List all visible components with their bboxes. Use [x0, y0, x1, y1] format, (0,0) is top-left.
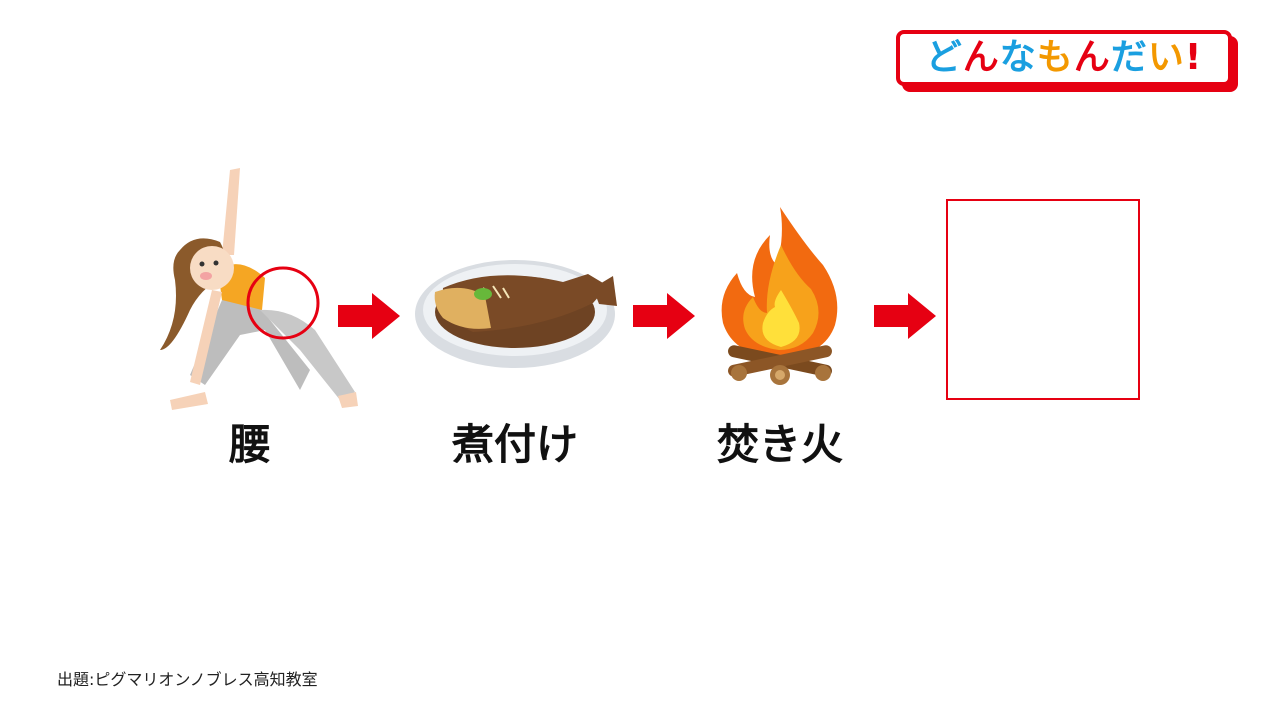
- bonfire-icon: [715, 205, 845, 390]
- logo-char: ど: [925, 37, 963, 78]
- arrow-right-icon: [874, 293, 936, 339]
- answer-box: [946, 199, 1140, 400]
- logo-char: だ: [1110, 37, 1148, 78]
- stretching-woman-icon: [150, 160, 360, 415]
- arrow-right-icon: [338, 293, 400, 339]
- logo-char: ん: [1073, 37, 1111, 78]
- logo-char: な: [999, 37, 1037, 78]
- simmered-fish-icon: [413, 248, 619, 370]
- credit-text: 出題:ピグマリオンノブレス高知教室: [57, 670, 318, 689]
- arrow-right-icon: [633, 293, 695, 339]
- logo-text: どんなもんだい!: [926, 40, 1203, 76]
- logo-char: も: [1036, 37, 1074, 78]
- item-label-2: 煮付け: [451, 420, 578, 469]
- item-label-1: 腰: [228, 420, 271, 469]
- logo-char: い: [1147, 37, 1185, 78]
- item-label-3: 焚き火: [716, 420, 843, 469]
- logo-face: どんなもんだい!: [896, 30, 1232, 86]
- logo: どんなもんだい!: [896, 30, 1238, 92]
- logo-char: ん: [962, 37, 1000, 78]
- logo-char: !: [1184, 37, 1203, 78]
